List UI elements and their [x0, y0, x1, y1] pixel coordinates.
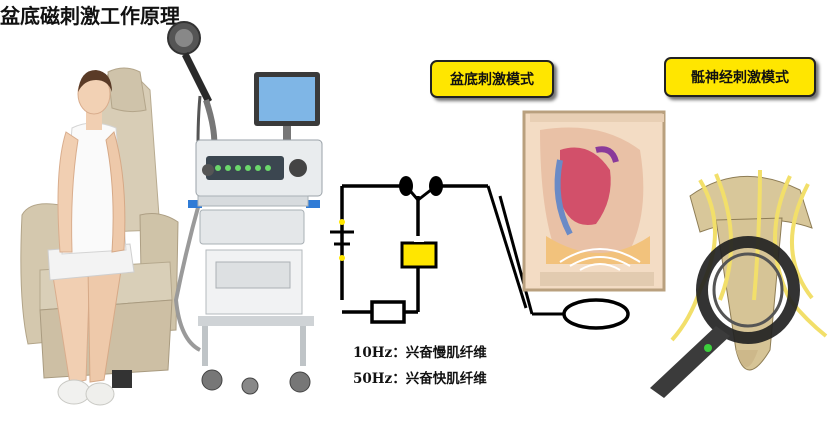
circuit-node-right	[429, 176, 443, 196]
frequency-separator: ：	[392, 371, 406, 387]
sacral-nerve-illustration	[650, 169, 828, 398]
frequency-description: 兴奋慢肌纤维	[405, 345, 487, 361]
pelvic-floor-mode-label: 盆底刺激模式	[430, 60, 554, 98]
frequency-50hz-line: 50Hz：兴奋快肌纤维	[353, 367, 487, 387]
frequency-10hz-line: 10Hz：兴奋慢肌纤维	[353, 341, 487, 361]
capacitor	[400, 241, 438, 269]
sacral-nerve-mode-label: 骶神经刺激模式	[664, 57, 816, 97]
pelvic-anatomy-illustration	[522, 110, 666, 292]
frequency-separator: ：	[392, 345, 406, 361]
battery-marker-bottom	[339, 255, 345, 261]
battery-marker-top	[339, 219, 345, 225]
frequency-value: 10Hz	[353, 345, 393, 361]
circuit-wire-coil	[486, 185, 528, 309]
patient-chair-illustration	[20, 67, 179, 406]
frequency-value: 50Hz	[353, 371, 393, 387]
circuit-node-left	[399, 176, 413, 196]
stimulation-machine-illustration	[167, 21, 323, 395]
coil-loop	[562, 298, 630, 330]
resistor	[370, 300, 406, 324]
page-title: 盆底磁刺激工作原理	[0, 4, 180, 28]
frequency-description: 兴奋快肌纤维	[405, 371, 487, 387]
